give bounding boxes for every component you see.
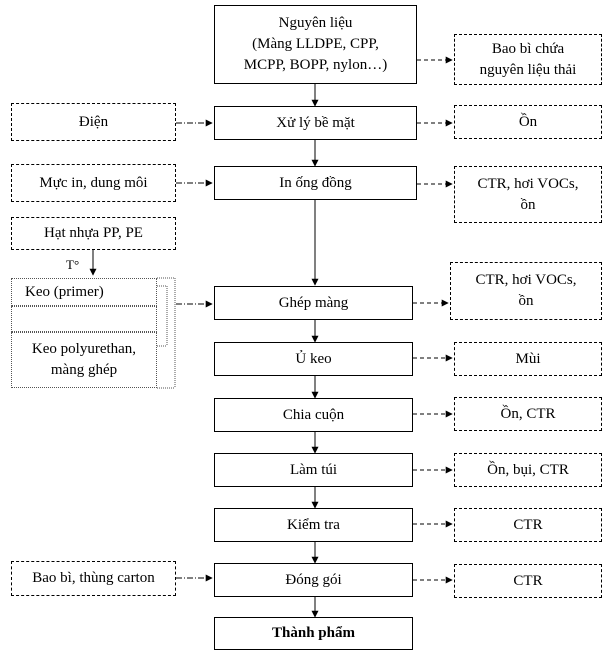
temperature-label: T° [66, 257, 80, 272]
print-waste-line-1: CTR, hơi VOCs, [477, 175, 579, 192]
input-pu-adhesive: Keo polyurethan, màng ghép [11, 332, 157, 388]
bag-waste-label: Ồn, bụi, CTR [487, 461, 569, 478]
lamination-label: Ghép màng [278, 294, 349, 311]
raw-material-line-3: MCPP, BOPP, nylon…) [243, 57, 388, 73]
input-primer: Keo (primer) [11, 278, 157, 306]
step-curing: Ủ keo [214, 342, 413, 376]
step-slitting: Chia cuộn [214, 398, 413, 432]
output-inspection-waste: CTR [454, 508, 602, 542]
output-raw-packaging-waste: Bao bì chứa nguyên liệu thải [454, 34, 602, 85]
bag-making-label: Làm túi [289, 461, 338, 478]
step-lamination: Ghép màng [214, 286, 413, 320]
output-noise: Ồn [454, 105, 602, 139]
slitting-waste-label: Ồn, CTR [500, 405, 556, 422]
packaging-label: Bao bì, thùng carton [32, 570, 155, 586]
ink-solvent-label: Mực in, dung môi [39, 174, 148, 191]
raw-material-line-1: Nguyên liệu [278, 15, 353, 31]
finished-product-label: Thành phẩm [272, 625, 355, 641]
lamination-waste-line-1: CTR, hơi VOCs, [475, 272, 577, 288]
adhesive-bracket [157, 277, 176, 389]
inspection-waste-label: CTR [513, 516, 543, 533]
raw-packaging-waste-line-2: nguyên liệu thải [479, 61, 577, 78]
step-inspection: Kiểm tra [214, 508, 413, 542]
surface-treatment-label: Xử lý bề mặt [276, 114, 355, 131]
lamination-waste-line-2: ồn [518, 293, 534, 309]
odor-label: Mùi [515, 350, 541, 367]
pu-adhesive-line-1: Keo polyurethan, [31, 341, 137, 357]
step-finished-product: Thành phẩm [214, 617, 413, 650]
electricity-label: Điện [78, 113, 109, 130]
step-raw-material: Nguyên liệu (Màng LLDPE, CPP, MCPP, BOPP… [214, 5, 417, 84]
input-packaging: Bao bì, thùng carton [11, 561, 176, 596]
pu-adhesive-line-2: màng ghép [50, 362, 118, 378]
output-packing-waste: CTR [454, 564, 602, 598]
packing-label: Đóng gói [285, 571, 342, 588]
output-bag-waste: Ồn, bụi, CTR [454, 453, 602, 487]
primer-label: Keo (primer) [25, 283, 104, 300]
raw-material-line-2: (Màng LLDPE, CPP, [252, 36, 379, 52]
output-slitting-waste: Ồn, CTR [454, 397, 602, 431]
printing-label: In ống đồng [279, 174, 352, 191]
step-bag-making: Làm túi [214, 453, 413, 487]
input-arrows [176, 119, 213, 582]
packing-waste-label: CTR [513, 572, 543, 589]
output-arrows [413, 56, 453, 584]
raw-packaging-waste-line-1: Bao bì chứa [491, 40, 565, 57]
input-spacer [11, 306, 157, 332]
pp-pe-resin-label: Hạt nhựa PP, PE [44, 225, 143, 241]
print-waste-line-2: ồn [520, 196, 536, 213]
output-odor: Mùi [454, 342, 602, 376]
input-electricity: Điện [11, 103, 176, 141]
curing-label: Ủ keo [295, 350, 332, 367]
output-lamination-waste: CTR, hơi VOCs, ồn [450, 262, 602, 320]
output-print-waste: CTR, hơi VOCs, ồn [454, 166, 602, 223]
inspection-label: Kiểm tra [287, 516, 340, 533]
input-ink-solvent: Mực in, dung môi [11, 164, 176, 202]
slitting-label: Chia cuộn [282, 406, 345, 423]
step-packing: Đóng gói [214, 563, 413, 597]
step-surface-treatment: Xử lý bề mặt [214, 106, 417, 140]
step-printing: In ống đồng [214, 166, 417, 200]
input-pp-pe-resin: Hạt nhựa PP, PE [11, 217, 176, 250]
noise-label: Ồn [518, 113, 538, 130]
